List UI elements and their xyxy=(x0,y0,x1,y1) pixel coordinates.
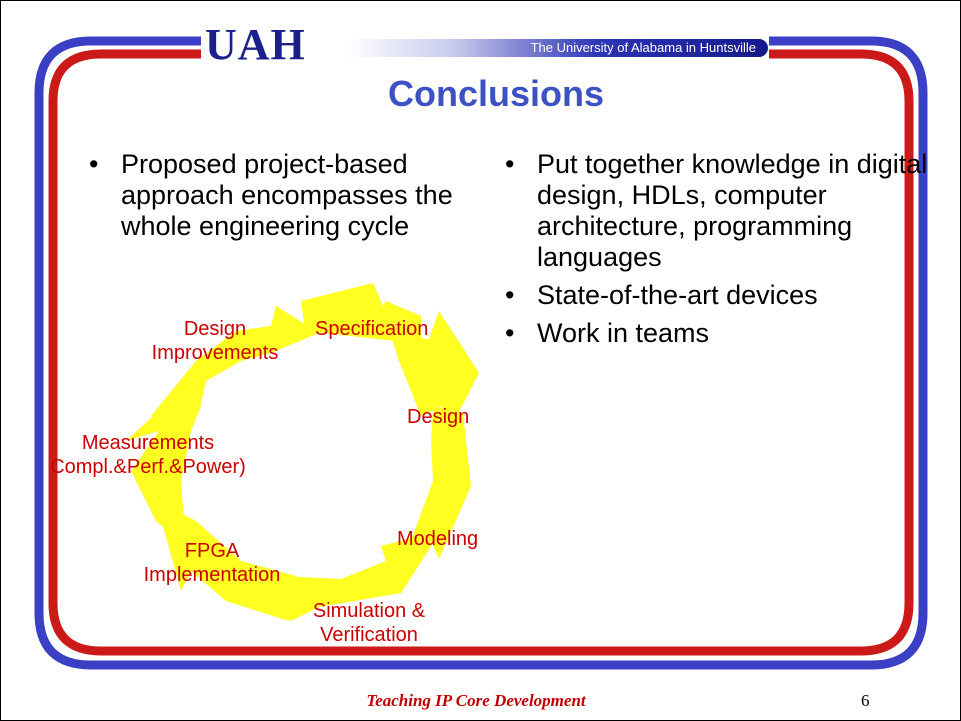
bullet-text: Proposed project-based approach encompas… xyxy=(121,149,453,241)
cycle-arrow-5 xyxy=(156,501,306,621)
stage-design: Design xyxy=(407,406,470,428)
cycle-arrow-6 xyxy=(126,381,201,546)
uah-logo: UAH xyxy=(205,20,306,69)
footer-title: Teaching IP Core Development xyxy=(366,691,586,710)
stage-fpga-line2: Implementation xyxy=(143,564,281,586)
cycle-arrow-3 xyxy=(409,406,471,559)
bullet-dot: • xyxy=(505,280,515,310)
page-number: 6 xyxy=(861,691,870,710)
bullet-dot: • xyxy=(505,318,515,348)
cycle-arrow-2 xyxy=(391,311,479,431)
blue-frame-left xyxy=(34,36,928,670)
cycle-arrow-7 xyxy=(151,306,319,421)
cycle-diagram xyxy=(126,283,479,621)
stage-improvements-line2: Improvements xyxy=(151,342,279,364)
stage-fpga-line1: FPGA xyxy=(184,540,240,562)
stage-improvements-line1: Design xyxy=(183,318,247,340)
bullet-item: • Put together knowledge in digital desi… xyxy=(505,149,945,273)
stage-measurements: Measurements Compl.&Perf.&Power) xyxy=(3,431,293,479)
bullet-text: State-of-the-art devices xyxy=(537,280,818,310)
cycle-arrow-4 xyxy=(281,536,433,621)
bullet-item: • Proposed project-based approach encomp… xyxy=(89,149,469,242)
stage-simulation-line2: Verification xyxy=(320,624,418,646)
stage-fpga: FPGA Implementation xyxy=(137,539,287,587)
bullet-text: Put together knowledge in digital design… xyxy=(537,149,928,272)
right-bullet-list: • Put together knowledge in digital desi… xyxy=(505,149,945,356)
stage-measurements-line1: Measurements xyxy=(81,432,215,454)
bullet-dot: • xyxy=(505,149,515,179)
stage-measurements-line2: Compl.&Perf.&Power) xyxy=(50,456,246,478)
stage-modeling: Modeling xyxy=(397,528,479,550)
stage-improvements: Design Improvements xyxy=(135,317,295,365)
bullet-item: • State-of-the-art devices xyxy=(505,280,945,311)
bullet-item: • Work in teams xyxy=(505,318,945,349)
bullet-text: Work in teams xyxy=(537,318,710,348)
banner-text: The University of Alabama in Huntsville xyxy=(530,40,756,55)
stage-specification: Specification xyxy=(315,318,429,340)
left-bullet-list: • Proposed project-based approach encomp… xyxy=(89,149,469,244)
slide-title: Conclusions xyxy=(387,73,605,114)
cycle-arrow-1 xyxy=(301,283,421,356)
red-frame xyxy=(48,49,914,656)
stage-simulation-line1: Simulation & xyxy=(312,600,426,622)
bullet-dot: • xyxy=(89,149,99,179)
university-banner: The University of Alabama in Huntsville xyxy=(346,39,768,57)
stage-simulation: Simulation & Verification xyxy=(289,599,449,647)
